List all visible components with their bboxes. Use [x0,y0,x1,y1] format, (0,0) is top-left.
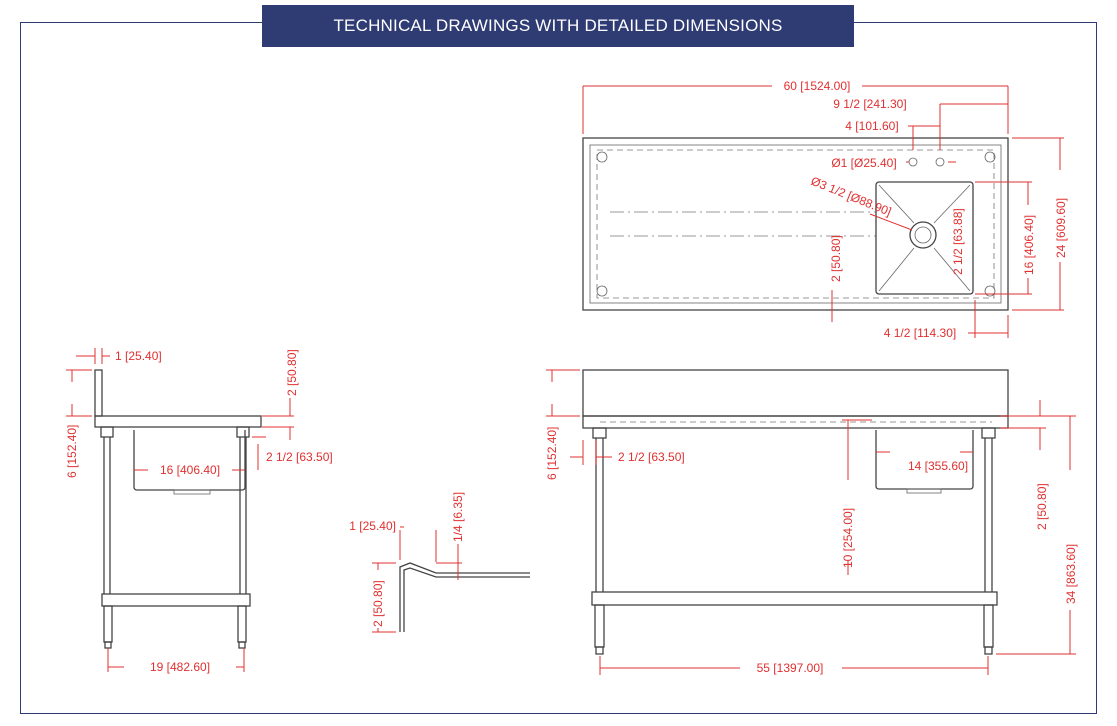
dim-front-backsplash-height: 6 [152.40] [545,427,559,480]
faucet-hole [908,157,918,167]
dim-front-leg-offset: 2 1/2 [63.50] [618,450,685,464]
dim-side-rim-offset: 2 1/2 [63.50] [266,450,333,464]
front-view [582,369,1009,655]
dim-front-bowl-depth: 10 [254.00] [841,508,855,568]
dim-side-bowl-width: 16 [406.40] [160,463,220,477]
undershelf [101,593,251,607]
dim-overall-length: 60 [1524.00] [784,79,851,93]
front-view-dimensions: 6 [152.40] 2 1/2 [63.50] 14 [355.60] 10 … [545,369,1078,675]
dim-faucet-spacing: 4 [101.60] [845,119,898,133]
side-view-dimensions: 1 [25.40] 2 [50.80] 6 [152.40] 2 1/2 [63… [65,348,333,674]
side-view [94,369,262,649]
dim-bowl-edge-offset: 4 1/2 [114.30] [884,326,957,340]
dim-drainboard-offset: 2 [50.80] [829,235,843,282]
dim-edge-width: 1 [25.40] [349,519,396,533]
sink-bowl [133,430,246,491]
top-view-outline [582,137,1009,311]
top-view-dimensions: 60 [1524.00] 9 1/2 [241.30] 4 [101.60] Ø… [582,79,1068,340]
edge-detail-dimensions: 1 [25.40] 1/4 [6.35] 2 [50.80] [349,492,465,633]
faucet-hole [935,157,945,167]
sink-bowl [875,181,974,295]
backsplash [582,369,1009,417]
edge-detail [399,562,530,632]
dim-side-leg-spacing: 19 [482.60] [150,660,210,674]
dim-edge-height: 2 [50.80] [371,580,385,627]
dim-front-bowl-width: 14 [355.60] [908,459,968,473]
dim-bowl-length: 16 [406.40] [1022,215,1036,275]
dim-bowl-drain-offset: 2 1/2 [63.88] [951,208,965,275]
dim-faucet-offset: 9 1/2 [241.30] [833,97,906,111]
undershelf [591,591,998,606]
page-title: TECHNICAL DRAWINGS WITH DETAILED DIMENSI… [262,5,854,47]
dim-front-rim-height: 2 [50.80] [1035,483,1049,530]
drain [909,221,937,249]
dim-overall-height: 34 [863.60] [1064,544,1078,604]
dim-overall-depth: 24 [609.60] [1054,198,1068,258]
dim-backsplash-thickness: 1 [25.40] [115,349,162,363]
top-view [582,137,1009,311]
dim-side-backsplash-height: 6 [152.40] [65,425,79,478]
dim-top-thickness: 2 [50.80] [285,349,299,396]
dim-front-leg-spacing: 55 [1397.00] [757,661,824,675]
dim-edge-offset: 1/4 [6.35] [451,492,465,542]
dim-faucet-diameter: Ø1 [Ø25.40] [831,156,896,170]
